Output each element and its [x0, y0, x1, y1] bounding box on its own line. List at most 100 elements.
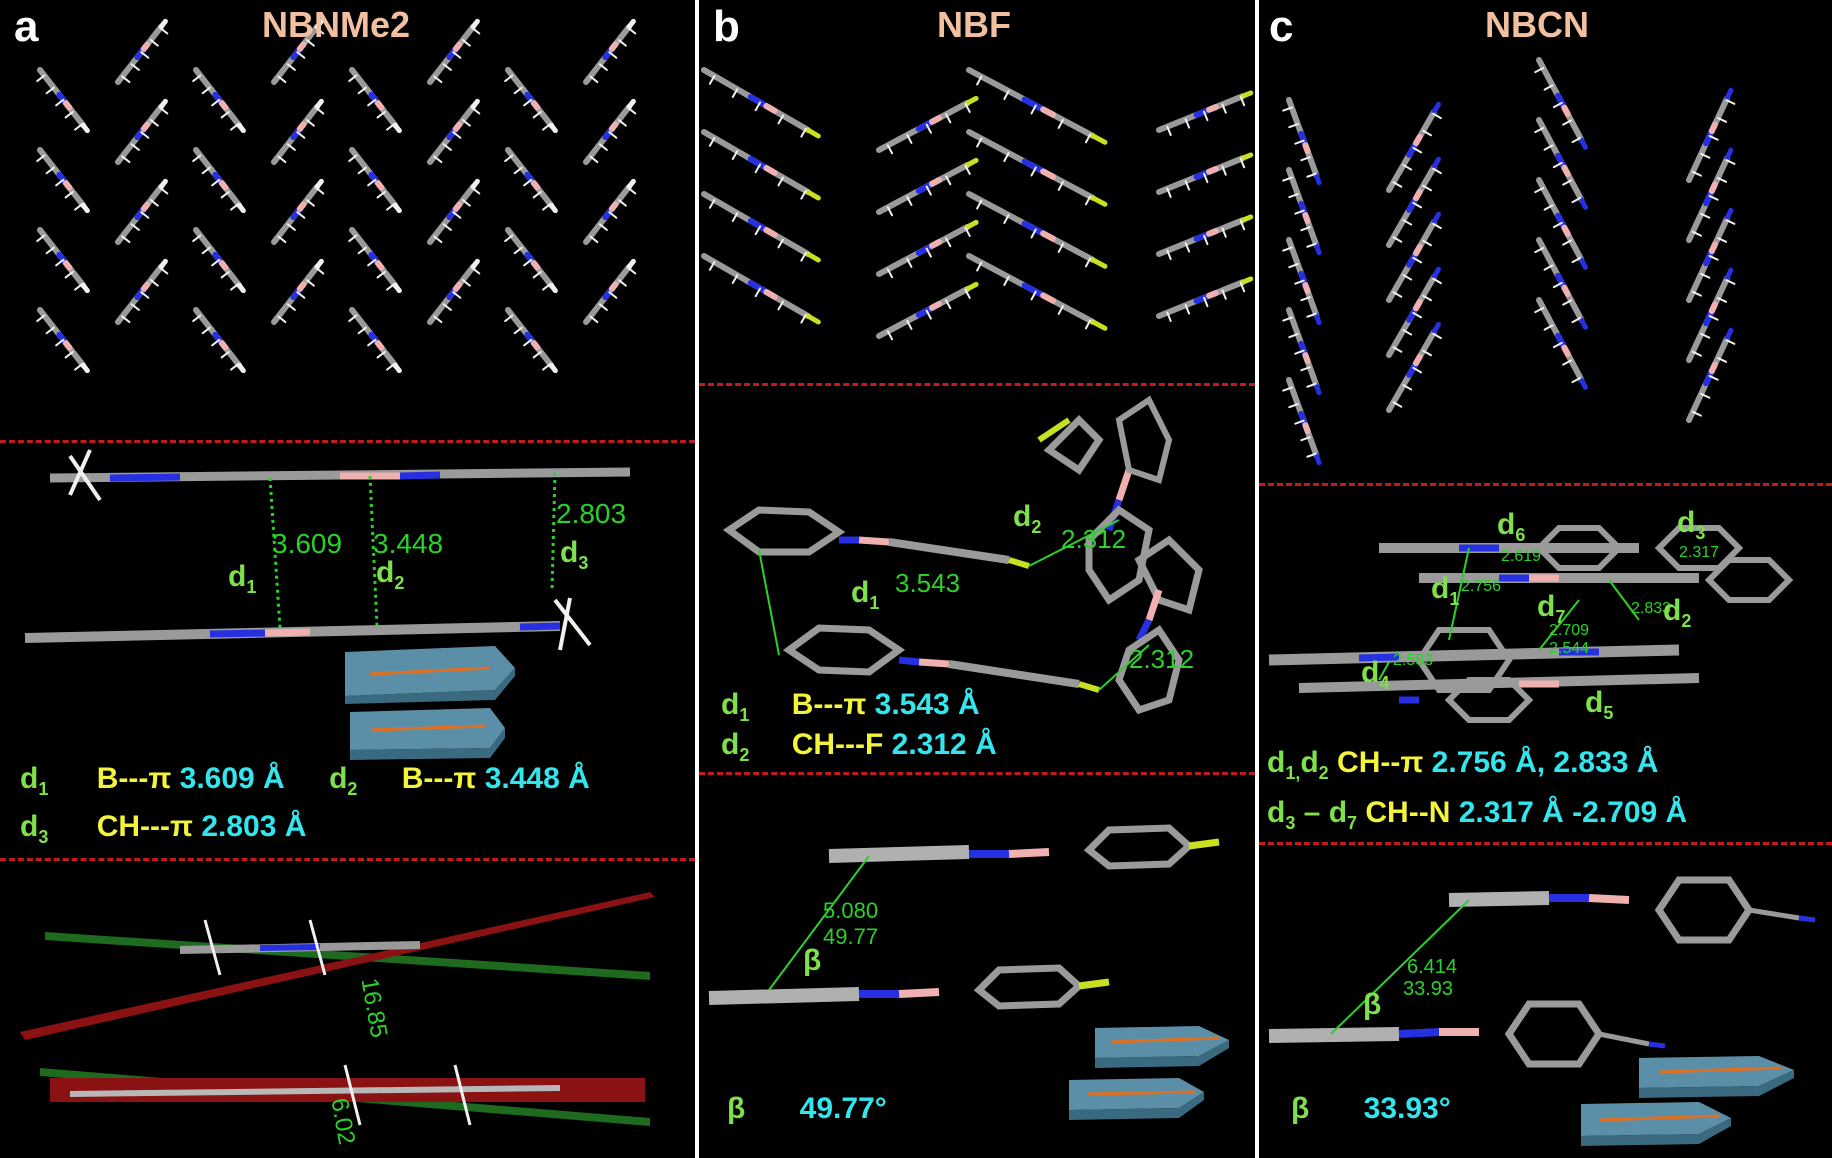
packing-molecule [1724, 87, 1734, 101]
panel-b-d1-marker: d1 [851, 576, 880, 613]
packing-molecule [64, 270, 74, 279]
panel-c-beta-distance: 6.414 [1407, 956, 1458, 978]
packing-molecule [386, 363, 396, 371]
packing-molecule [357, 86, 367, 95]
packing-molecule [1084, 257, 1092, 268]
packing-molecule [55, 338, 65, 347]
packing-molecule [1561, 284, 1571, 298]
packing-molecule [1090, 257, 1108, 269]
packing-molecule [1288, 193, 1299, 199]
packing-molecule [800, 189, 807, 200]
packing-molecule [1030, 228, 1037, 239]
packing-molecule [708, 199, 716, 209]
packing-molecule [964, 288, 971, 299]
packing-molecule [1543, 84, 1554, 91]
packing-molecule [542, 283, 552, 291]
packing-molecule [1294, 349, 1305, 355]
panel-c-value-d3: 2.317 [1679, 544, 1720, 561]
packing-molecule [1431, 211, 1441, 225]
packing-molecule [376, 270, 386, 279]
packing-molecule [608, 211, 618, 219]
packing-molecule [357, 246, 367, 255]
packing-molecule [121, 315, 131, 324]
packing-molecule [1166, 125, 1172, 136]
packing-molecule [504, 74, 514, 83]
packing-molecule [530, 260, 541, 271]
packing-molecule [925, 247, 932, 258]
packing-molecule [45, 326, 55, 335]
packing-molecule [1313, 452, 1322, 466]
packing-molecule [1306, 172, 1317, 178]
packing-molecule [1578, 316, 1588, 330]
packing-molecule [130, 63, 140, 71]
packing-molecule [1691, 350, 1702, 357]
panel-a: a NBNMe2 3.609 3.448 2.803 d1 d2 d3 d1 B… [0, 0, 695, 1158]
panel-a-distance-1: 3.609 [272, 528, 343, 559]
packing-molecule [1239, 219, 1246, 231]
packing-molecule [1300, 436, 1311, 442]
packing-molecule [348, 154, 358, 163]
packing-molecule [976, 261, 983, 272]
panel-a-distance-3: 2.803 [556, 498, 627, 529]
panel-c-beta-legend: β 33.93° [1291, 1092, 1451, 1125]
packing-molecule [470, 98, 480, 110]
packing-molecule [1203, 110, 1209, 122]
packing-molecule [513, 166, 523, 175]
packing-molecule [964, 219, 979, 230]
packing-molecule [55, 258, 65, 267]
panel-b-molecule-right-bottom [1115, 535, 1203, 715]
panel-c-letter: c [1269, 2, 1294, 51]
packing-molecule [800, 313, 807, 324]
packing-molecule [1708, 361, 1718, 375]
panel-c-d1-marker: d1 [1431, 572, 1460, 609]
panel-c-value-d1: 2.756 [1461, 578, 1502, 595]
packing-molecule [1239, 157, 1246, 169]
packing-molecule [608, 281, 619, 292]
packing-molecule [964, 164, 971, 175]
packing-molecule [886, 144, 894, 155]
packing-molecule [236, 122, 246, 134]
panel-a-slabs [345, 646, 515, 760]
panel-b-contact-lines [758, 519, 1150, 691]
packing-molecule [1413, 353, 1423, 367]
packing-molecule [1431, 266, 1441, 280]
packing-molecule [140, 41, 151, 52]
packing-molecule [367, 258, 377, 267]
packing-molecule [763, 165, 778, 176]
packing-molecule [1282, 386, 1293, 392]
packing-molecule [513, 246, 523, 255]
packing-molecule [1552, 161, 1563, 169]
packing-molecule [1432, 222, 1442, 230]
packing-molecule [305, 119, 315, 127]
panel-a-planes [20, 892, 655, 1126]
packing-molecule [800, 127, 807, 138]
packing-molecule [367, 178, 377, 187]
packing-molecule [608, 201, 619, 212]
packing-molecule [1534, 246, 1545, 254]
panel-c-beta-angle: 33.93 [1403, 978, 1454, 1000]
packing-molecule [1239, 90, 1254, 99]
panel-c-legend-row-2: d3 – d7 CH--N 2.317 Å -2.709 Å [1267, 796, 1688, 833]
packing-molecule [906, 257, 913, 268]
packing-molecule [1300, 226, 1311, 232]
packing-molecule [1402, 329, 1413, 336]
packing-molecule [708, 75, 716, 85]
packing-molecule [392, 122, 402, 134]
packing-molecule [1571, 136, 1582, 144]
packing-molecule [461, 39, 471, 47]
packing-molecule [374, 180, 385, 191]
packing-molecule [530, 180, 541, 191]
panel-b-beta-legend: β 49.77° [727, 1092, 887, 1125]
packing-molecule [1725, 219, 1736, 225]
packing-molecule [130, 223, 140, 231]
packing-molecule [1716, 177, 1728, 183]
packing-molecule [1239, 214, 1254, 223]
packing-molecule [1184, 118, 1191, 129]
packing-molecule [777, 114, 784, 125]
packing-molecule [140, 121, 151, 132]
packing-molecule [1578, 376, 1588, 390]
packing-molecule [158, 98, 168, 110]
packing-molecule [1578, 196, 1588, 210]
packing-molecule [1412, 311, 1423, 319]
packing-molecule [1552, 221, 1563, 229]
